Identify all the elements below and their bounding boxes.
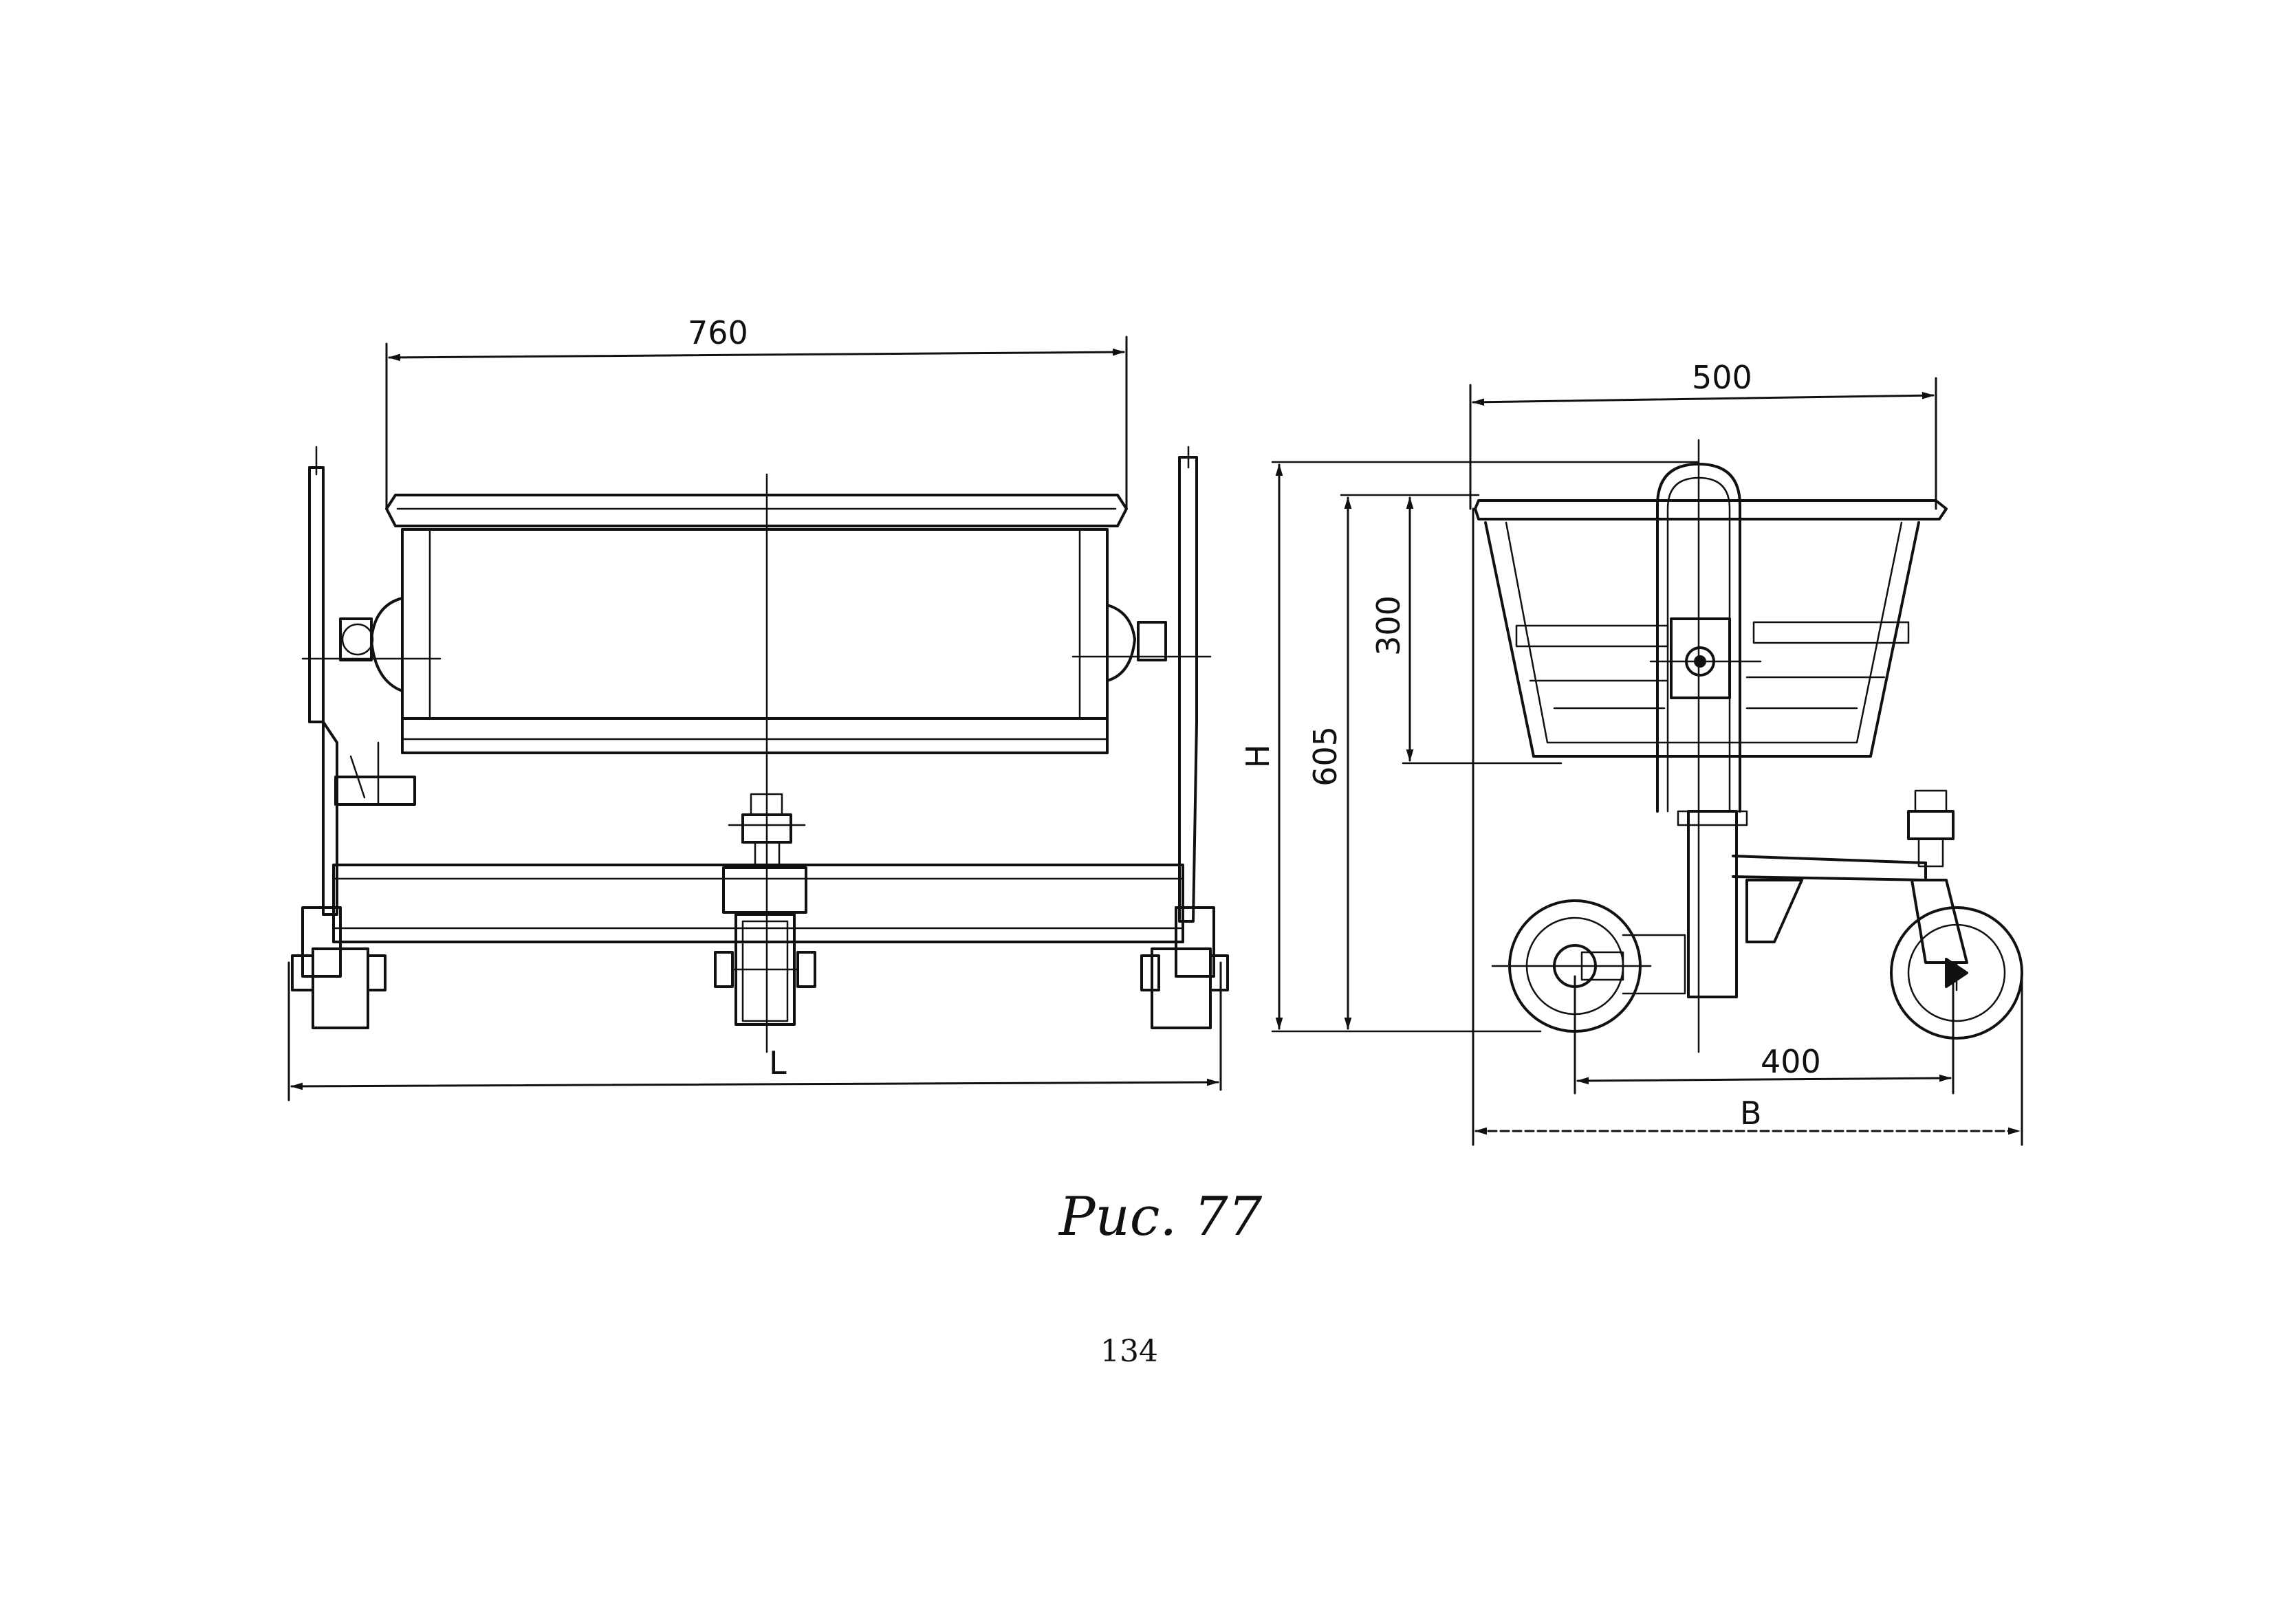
dimension-300: 300 [1370,496,1414,762]
dimension-300-label: 300 [1370,595,1407,656]
dimension-B-label: B [1740,1095,1762,1132]
dimension-605-label: 605 [1307,726,1344,787]
figure-caption: Рис. 77 [1059,1186,1263,1248]
front-view: 760 [287,314,1229,1101]
dimension-760: 760 [385,314,1128,510]
dimension-500: 500 [1469,359,1937,510]
dimension-B: B [1472,507,2023,1146]
dimension-500-label: 500 [1692,359,1752,396]
dimension-760-label: 760 [688,314,748,351]
dimension-H-label: H [1239,745,1276,769]
side-left-wheel [1491,899,1686,1033]
side-right-caster [1890,789,2023,1040]
dimension-L-label: L [769,1044,787,1082]
dimension-H: H [1239,463,1283,1030]
dimension-400-label: 400 [1761,1043,1821,1080]
side-view: 500 H 605 300 [1239,359,2023,1146]
dimension-400: 400 [1574,975,1955,1095]
dimension-L: L [287,961,1222,1101]
dimension-605: 605 [1307,496,1352,1030]
page-number: 134 [1100,1334,1158,1369]
